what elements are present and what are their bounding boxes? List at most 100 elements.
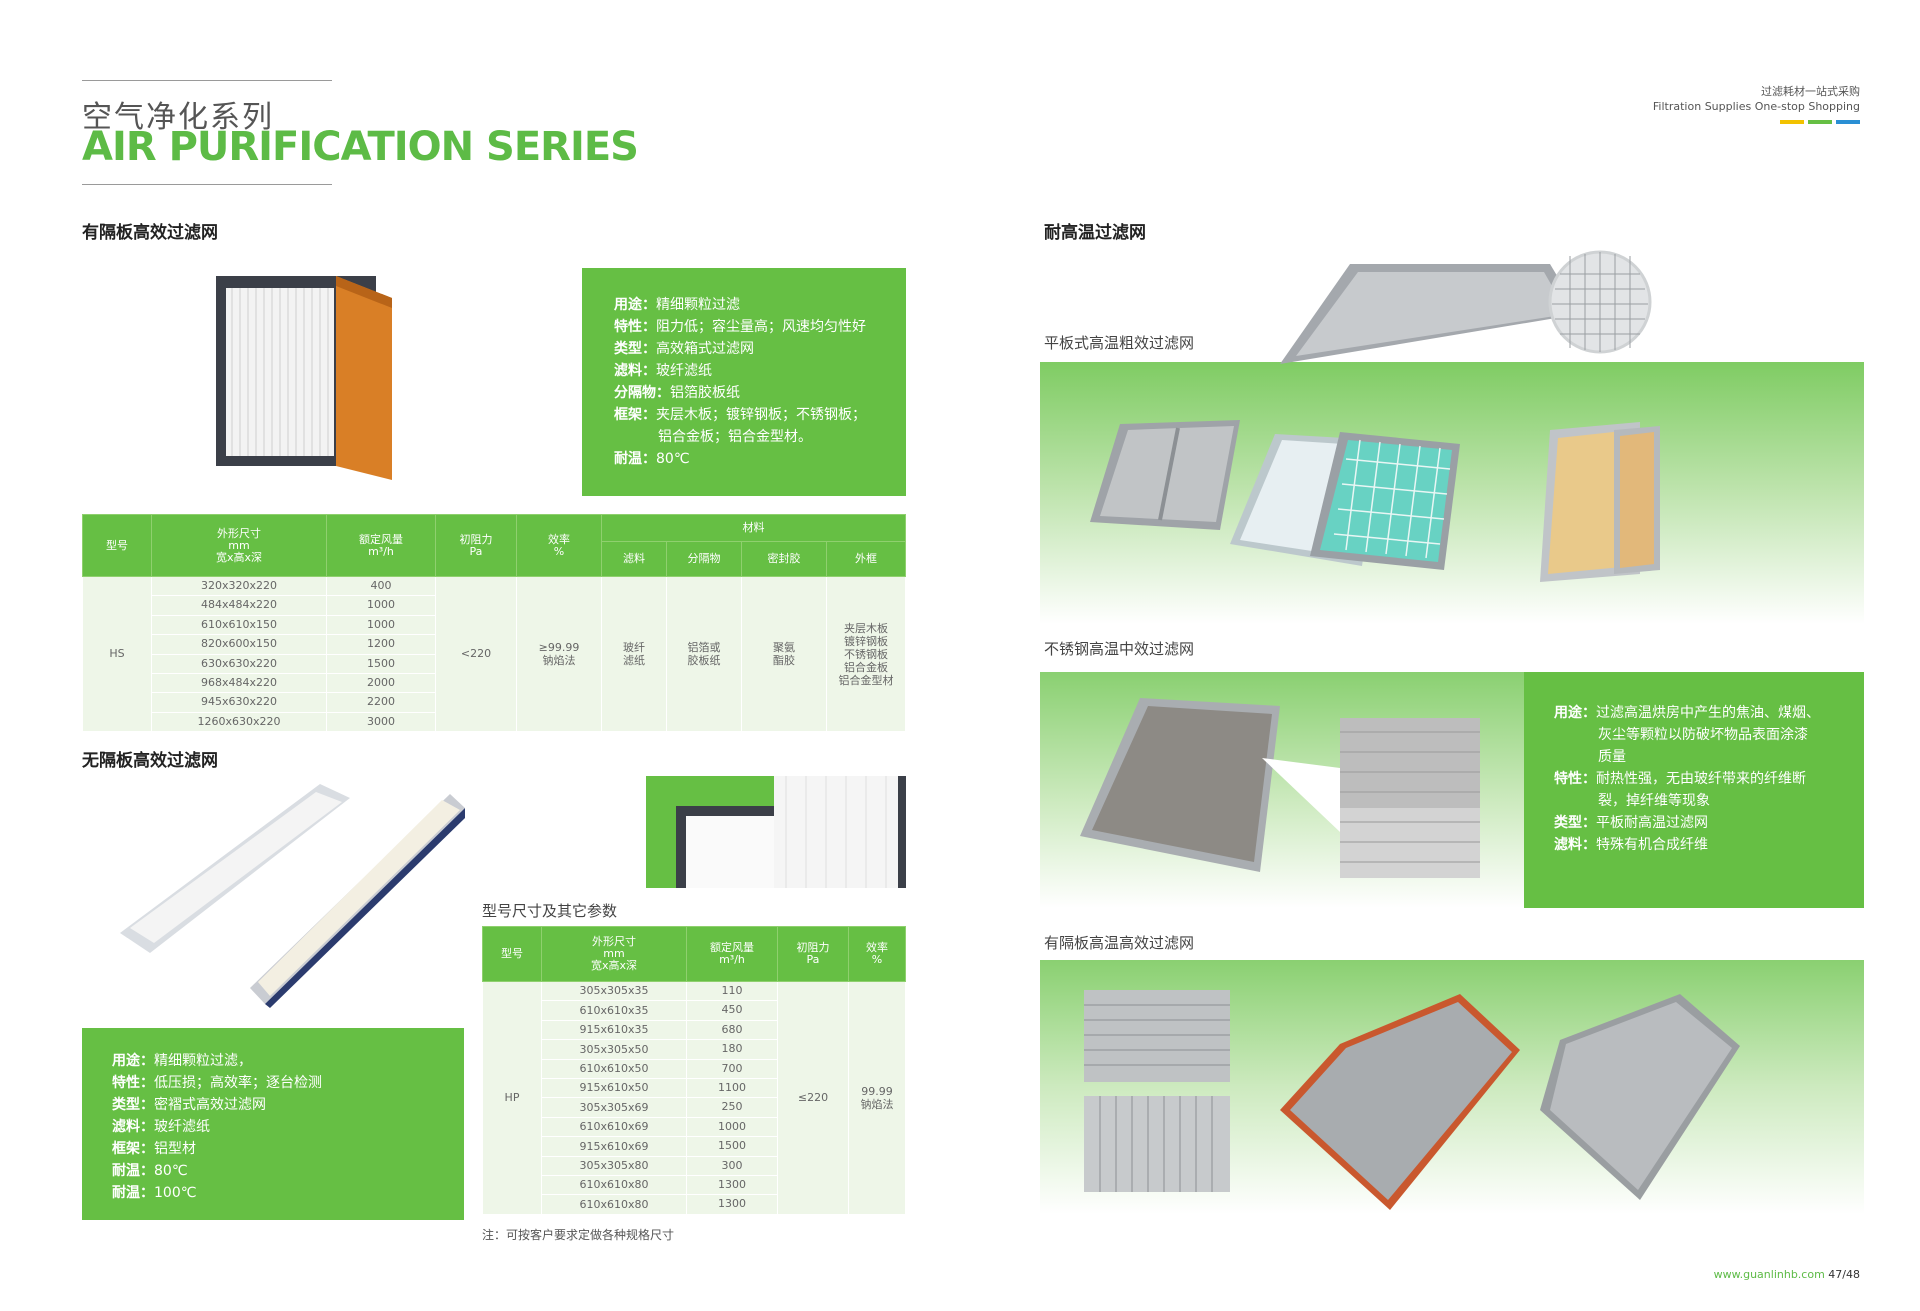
t2-flow: 700 (686, 1058, 778, 1080)
hs-spec-row: 特性：阻力低；容尘量高；风速均匀性好 (614, 316, 906, 338)
t2-flow: 110 (686, 980, 778, 1002)
t1-flow: 400 (326, 575, 436, 597)
hp-spec-key: 类型： (112, 1097, 154, 1113)
t2-model: HP (482, 981, 542, 1215)
t1-flow: 1200 (326, 634, 436, 655)
table2-title: 型号尺寸及其它参数 (482, 902, 618, 920)
t1-h-flow: 额定风量 m³/h (326, 514, 436, 577)
brand-en: Filtration Supplies One-stop Shopping (1652, 100, 1860, 113)
t1-h-sep: 分隔物 (666, 541, 742, 577)
t1-flow: 3000 (326, 711, 436, 733)
footer-url[interactable]: www.guanlinhb.com (1713, 1268, 1825, 1281)
high-temp-spec-key: 特性： (1554, 771, 1596, 787)
high-temp-spec-row: 裂，掉纤维等现象 (1554, 790, 1864, 812)
t2-size: 610x610x80 (541, 1175, 687, 1196)
t1-h-filter: 滤料 (601, 541, 667, 577)
hp-spec-box: 用途：精细颗粒过滤，特性：低压损；高效率；逐台检测类型：密褶式高效过滤网滤料：玻… (82, 1028, 464, 1220)
t1-h-model: 型号 (82, 514, 152, 577)
high-temp-spec-row: 灰尘等颗粒以防破坏物品表面涂漆 (1554, 724, 1864, 746)
t1-size: 320x320x220 (151, 575, 327, 597)
page-title-en: AIR PURIFICATION SERIES (82, 124, 639, 170)
hp-spec-row: 类型：密褶式高效过滤网 (112, 1094, 464, 1116)
t2-size: 305x305x80 (541, 1155, 687, 1177)
brand-block: 过滤耗材一站式采购 Filtration Supplies One-stop S… (1653, 84, 1860, 114)
t2-size: 915x610x50 (541, 1078, 687, 1099)
hs-spec-row: 滤料：玻纤滤纸 (614, 360, 906, 382)
t2-flow: 1300 (686, 1194, 778, 1215)
hp-spec-value: 密褶式高效过滤网 (154, 1097, 266, 1113)
section-title-hp: 无隔板高效过滤网 (82, 751, 218, 771)
t2-size: 305x305x50 (541, 1039, 687, 1060)
hp-spec-value: 玻纤滤纸 (154, 1119, 210, 1135)
hs-spec-value: 高效箱式过滤网 (656, 341, 754, 357)
high-temp-spec-value: 耐热性强，无由玻纤带来的纤维断 (1596, 771, 1806, 787)
t1-h-material: 材料 (601, 514, 906, 542)
high-temp-spec-value: 质量 (1598, 749, 1626, 765)
subtitle-stainless-medium: 不锈钢高温中效过滤网 (1044, 640, 1195, 658)
t1-size: 610x610x150 (151, 614, 327, 636)
hp-spec-row: 耐温：100℃ (112, 1182, 464, 1204)
high-temp-spec-box: 用途：过滤高温烘房中产生的焦油、煤烟、灰尘等颗粒以防破坏物品表面涂漆质量特性：耐… (1524, 672, 1864, 908)
hs-spec-value: 精细颗粒过滤 (656, 297, 740, 313)
t1-h-eff: 效率 % (516, 514, 602, 577)
t1-size: 630x630x220 (151, 653, 327, 675)
brand-cn: 过滤耗材一站式采购 (1761, 85, 1860, 98)
high-temp-spec-key: 用途： (1554, 705, 1596, 721)
t1-resist: <220 (435, 575, 517, 733)
hs-spec-key: 特性： (614, 319, 656, 335)
t2-flow: 680 (686, 1019, 778, 1041)
brand-bar-yellow (1780, 120, 1804, 124)
high-temp-spec-value: 裂，掉纤维等现象 (1598, 793, 1710, 809)
t2-h-size: 外形尺寸 mm 宽x高x深 (541, 926, 687, 982)
t1-flow: 1500 (326, 653, 436, 675)
t2-size: 915x610x69 (541, 1136, 687, 1157)
hs-spec-key: 滤料： (614, 363, 656, 379)
hs-spec-row: 框架：夹层木板；镀锌钢板；不锈钢板； (614, 404, 906, 426)
t2-size: 610x610x50 (541, 1058, 687, 1080)
high-temp-spec-row: 滤料：特殊有机合成纤维 (1554, 834, 1864, 856)
hp-spec-key: 耐温： (112, 1163, 154, 1179)
hs-spec-box: 用途：精细颗粒过滤特性：阻力低；容尘量高；风速均匀性好类型：高效箱式过滤网滤料：… (582, 268, 906, 496)
hp-detail-photo (646, 776, 906, 888)
hs-spec-row: 类型：高效箱式过滤网 (614, 338, 906, 360)
hs-spec-key: 类型： (614, 341, 656, 357)
hs-filter-photo (216, 276, 392, 480)
high-temp-spec-value: 过滤高温烘房中产生的焦油、煤烟、 (1596, 705, 1820, 721)
hp-spec-key: 特性： (112, 1075, 154, 1091)
high-temp-spec-value: 灰尘等颗粒以防破坏物品表面涂漆 (1598, 727, 1808, 743)
hp-spec-key: 耐温： (112, 1185, 154, 1201)
t1-filter: 玻纤 滤纸 (601, 575, 667, 733)
t1-size: 945x630x220 (151, 692, 327, 713)
hs-spec-value: 阻力低；容尘量高；风速均匀性好 (656, 319, 866, 335)
hp-spec-key: 用途： (112, 1053, 154, 1069)
t2-flow: 1500 (686, 1136, 778, 1157)
t1-h-size: 外形尺寸 mm 宽x高x深 (151, 514, 327, 577)
hs-spec-key: 用途： (614, 297, 656, 313)
t2-resist: ≤220 (777, 981, 849, 1215)
hs-spec-key: 耐温： (614, 451, 656, 467)
hs-spec-row: 铝合金板；铝合金型材。 (614, 426, 906, 448)
hs-spec-row: 耐温：80℃ (614, 448, 906, 470)
t1-eff: ≥99.99 钠焰法 (516, 575, 602, 733)
hp-spec-value: 100℃ (154, 1185, 197, 1201)
hp-spec-value: 精细颗粒过滤， (154, 1053, 252, 1069)
brand-bar-blue (1836, 120, 1860, 124)
footnote: 注：可按客户要求定做各种规格尺寸 (482, 1228, 675, 1242)
hs-spec-table: 型号 外形尺寸 mm 宽x高x深 额定风量 m³/h 初阻力 Pa 效率 % 材… (82, 514, 906, 733)
partition-high-eff-photos (1084, 990, 1740, 1210)
high-temp-spec-row: 质量 (1554, 746, 1864, 768)
brand-bar-green (1808, 120, 1832, 124)
hp-spec-row: 滤料：玻纤滤纸 (112, 1116, 464, 1138)
t1-sep: 铝箔或 胶板纸 (666, 575, 742, 733)
t2-size: 305x305x35 (541, 980, 687, 1002)
high-temp-spec-key: 滤料： (1554, 837, 1596, 853)
t2-size: 915x610x35 (541, 1019, 687, 1041)
high-temp-spec-list: 用途：过滤高温烘房中产生的焦油、煤烟、灰尘等颗粒以防破坏物品表面涂漆质量特性：耐… (1554, 702, 1864, 856)
